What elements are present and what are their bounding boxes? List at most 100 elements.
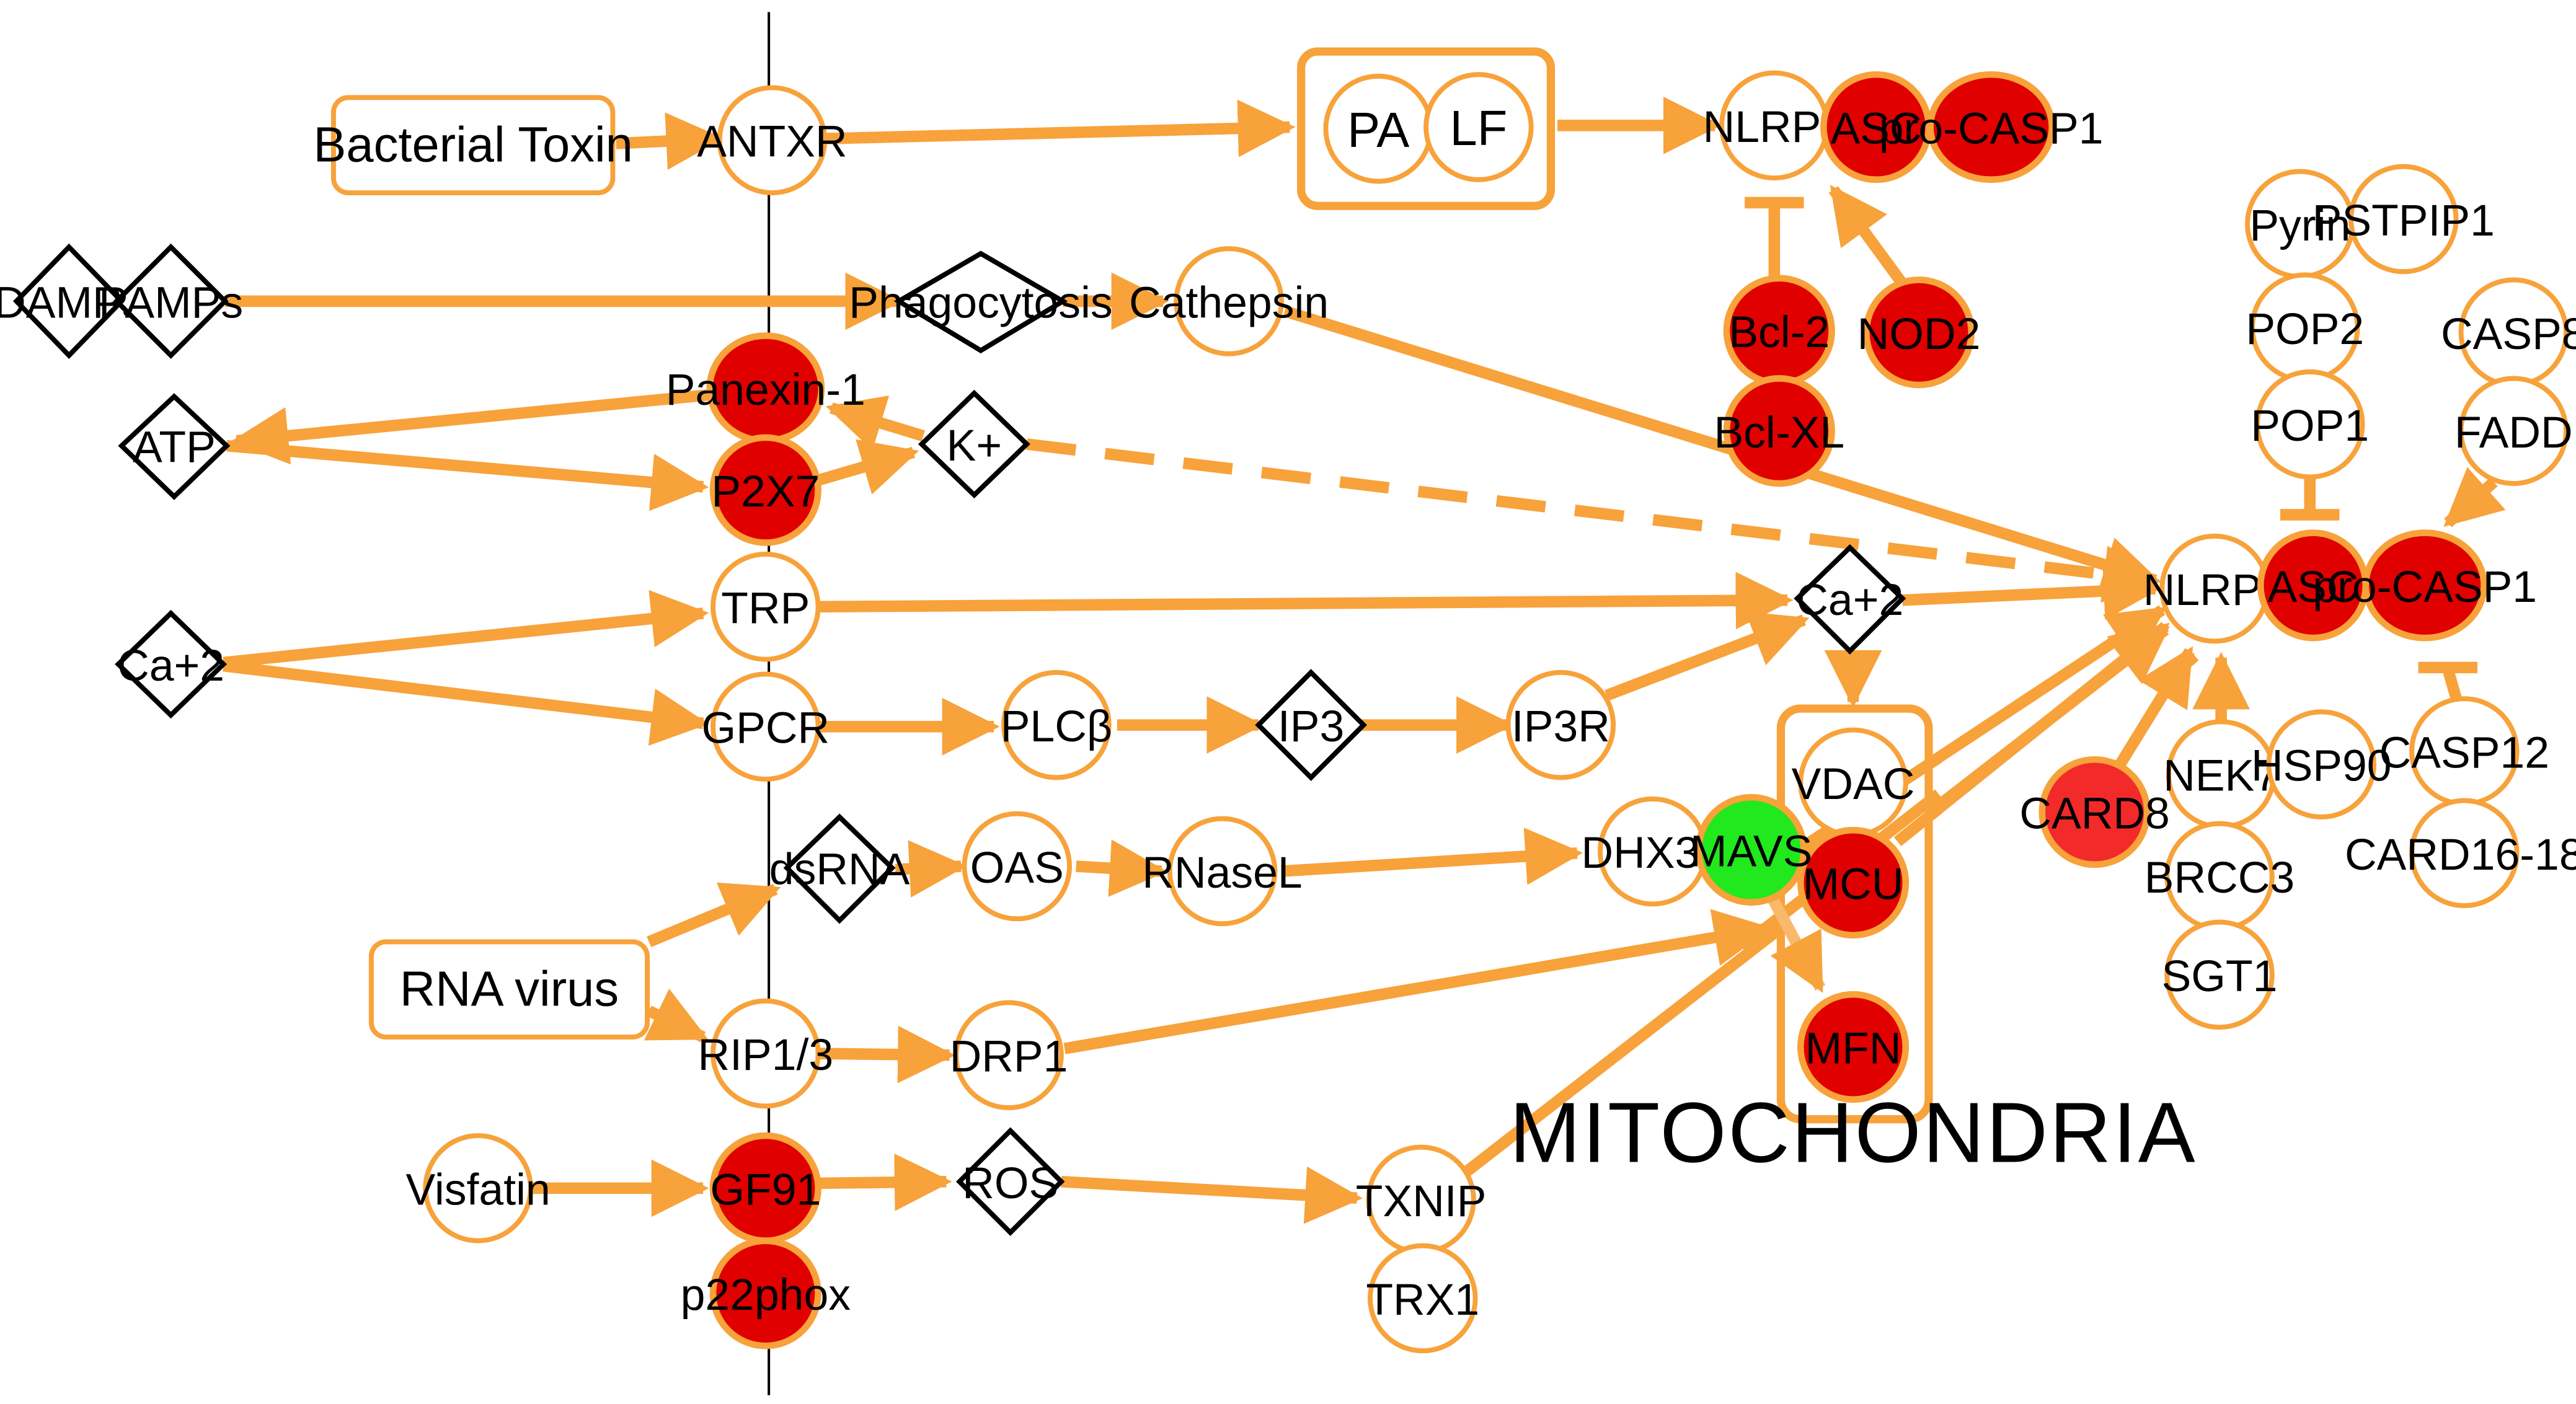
label-ip3r: IP3R	[1512, 702, 1610, 751]
label-brcc3: BRCC3	[2144, 853, 2295, 903]
node-ca-left[interactable]: Ca+2	[115, 609, 228, 719]
label-fadd: FADD	[2454, 408, 2573, 457]
label-rna-virus: RNA virus	[400, 961, 619, 1017]
edge-cathepsin-nlrp3	[1283, 305, 2161, 593]
node-cathepsin[interactable]: Cathepsin	[1129, 246, 1329, 356]
edge-mcu-nlrp3-overlay	[1893, 804, 1942, 846]
node-casp8[interactable]: CASP8	[2441, 277, 2576, 388]
label-pstpip1: PSTPIP1	[2313, 196, 2495, 245]
node-bcl2[interactable]: Bcl-2	[1723, 275, 1835, 387]
node-pyrin[interactable]: Pyrin	[2245, 169, 2355, 280]
node-rip13[interactable]: RIP1/3	[697, 998, 833, 1109]
edge-ca-trp	[223, 589, 709, 669]
node-vdac[interactable]: VDAC	[1792, 727, 1915, 838]
label-mfn: MFN	[1805, 1023, 1901, 1073]
label-procasp1-nlrp1: pro-CASP1	[1879, 104, 2104, 154]
node-ip3[interactable]: IP3	[1255, 669, 1368, 782]
edge-kplus-nlrp3-dashed	[1026, 438, 2161, 603]
node-pop2[interactable]: POP2	[2246, 272, 2364, 383]
label-panexin: Panexin-1	[666, 365, 865, 415]
node-visfatin[interactable]: Visfatin	[405, 1133, 551, 1243]
node-sgt1[interactable]: SGT1	[2162, 919, 2278, 1030]
node-ros[interactable]: ROS	[955, 1127, 1065, 1237]
node-phagocytosis[interactable]: Phagocytosis	[849, 250, 1113, 354]
node-kplus[interactable]: K+	[918, 389, 1030, 499]
edge-atp-p2x7	[226, 439, 709, 511]
edge-ca-gpcr	[223, 660, 709, 746]
node-fadd[interactable]: FADD	[2454, 376, 2573, 487]
node-p2x7[interactable]: P2X7	[709, 434, 821, 546]
node-nlrp1[interactable]: NLRP1	[1703, 70, 1846, 181]
edge-antxr-pa-lf	[826, 99, 1296, 157]
label-pyrin: Pyrin	[2249, 201, 2350, 250]
label-drp1: DRP1	[950, 1032, 1068, 1082]
edge-rnasel-dhx33	[1281, 828, 1583, 885]
node-pamps[interactable]: PAMPs	[99, 243, 243, 359]
label-gf91: GF91	[710, 1165, 821, 1214]
label-pa: PA	[1347, 102, 1409, 157]
node-damps[interactable]: DAMPs	[0, 243, 144, 360]
node-nek7[interactable]: NEK7	[2163, 719, 2279, 829]
node-casp12[interactable]: CASP12	[2379, 696, 2549, 806]
node-pstpip1[interactable]: PSTPIP1	[2313, 164, 2495, 275]
label-rnasel: RNaseL	[1142, 848, 1302, 898]
edge-kplus-panexin	[825, 395, 925, 451]
label-p22phox: p22phox	[681, 1270, 851, 1320]
edge-ca2-nlrp3	[1902, 562, 2161, 620]
label-cathepsin: Cathepsin	[1129, 278, 1329, 327]
node-antxr[interactable]: ANTXR	[697, 85, 848, 196]
edge-virus-rip13	[644, 988, 709, 1043]
node-txnip[interactable]: TXNIP	[1356, 1144, 1487, 1255]
label-bclxl: Bcl-XL	[1714, 408, 1844, 457]
node-ca-right[interactable]: Ca+2	[1794, 544, 1906, 655]
label-txnip: TXNIP	[1356, 1177, 1487, 1226]
node-plcb[interactable]: PLCβ	[1001, 669, 1112, 780]
label-casp12: CASP12	[2379, 728, 2549, 777]
label-sgt1: SGT1	[2162, 951, 2278, 1001]
label-gpcr: GPCR	[702, 704, 830, 753]
node-pa[interactable]: PA	[1323, 73, 1434, 184]
node-bclxl[interactable]: Bcl-XL	[1714, 375, 1844, 487]
node-nod2[interactable]: NOD2	[1857, 276, 1981, 389]
node-oas[interactable]: OAS	[962, 811, 1073, 922]
label-plcb: PLCβ	[1001, 702, 1112, 751]
node-card1618[interactable]: CARD16-18	[2345, 798, 2576, 909]
node-card8[interactable]: CARD8	[2019, 756, 2170, 868]
label-pop1: POP1	[2251, 401, 2369, 451]
label-ip3: IP3	[1278, 702, 1344, 751]
node-gf91[interactable]: GF91	[709, 1132, 821, 1244]
node-rnasel[interactable]: RNaseL	[1142, 816, 1303, 927]
node-trp[interactable]: TRP	[710, 552, 821, 662]
node-mcu[interactable]: MCU	[1797, 826, 1910, 939]
node-panexin[interactable]: Panexin-1	[666, 332, 865, 444]
node-bacterial-toxin[interactable]: Bacterial Toxin	[313, 95, 633, 196]
node-procasp1-nlrp1[interactable]: pro-CASP1	[1879, 71, 2104, 183]
edge-oas-rnasel	[1076, 839, 1167, 897]
label-nek7: NEK7	[2163, 751, 2279, 801]
label-pop2: POP2	[2246, 304, 2364, 354]
node-gpcr[interactable]: GPCR	[702, 671, 830, 782]
node-p22phox[interactable]: p22phox	[681, 1237, 851, 1349]
node-procasp1-nlrp3[interactable]: pro-CASP1	[2313, 529, 2537, 642]
node-hsp90[interactable]: HSP90	[2251, 709, 2392, 819]
edge-rip13-drp1	[818, 1025, 955, 1084]
node-ip3r[interactable]: IP3R	[1505, 669, 1616, 780]
node-atp[interactable]: ATP	[118, 393, 231, 500]
label-trx1: TRX1	[1366, 1275, 1479, 1325]
node-mavs[interactable]: MAVS	[1690, 793, 1812, 906]
node-mfn[interactable]: MFN	[1797, 991, 1910, 1103]
label-oas: OAS	[970, 843, 1064, 893]
label-nod2: NOD2	[1857, 309, 1981, 359]
label-card8: CARD8	[2019, 789, 2169, 839]
edge-drp1-mito	[1063, 909, 1772, 1054]
node-dsrna[interactable]: dsRNA	[769, 813, 910, 924]
node-drp1[interactable]: DRP1	[950, 1000, 1068, 1110]
label-bcl2: Bcl-2	[1728, 307, 1830, 357]
node-pop1[interactable]: POP1	[2251, 369, 2369, 480]
node-trx1[interactable]: TRX1	[1366, 1243, 1479, 1354]
node-lf[interactable]: LF	[1423, 72, 1534, 182]
edge-panexin-atp	[231, 389, 710, 465]
node-rna-virus[interactable]: RNA virus	[368, 939, 650, 1040]
node-brcc3[interactable]: BRCC3	[2144, 821, 2295, 932]
